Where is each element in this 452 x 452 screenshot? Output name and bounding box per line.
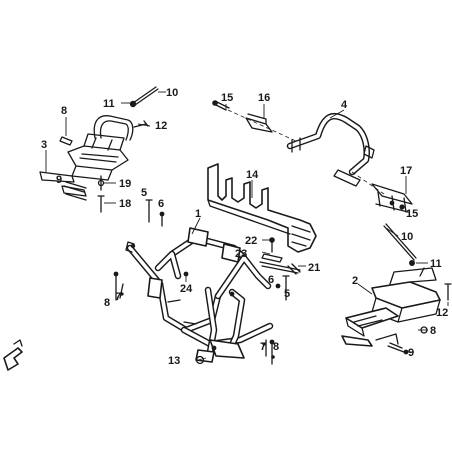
- fasteners-group: [113, 199, 301, 365]
- callout-8-upper: 8: [61, 105, 67, 117]
- callout-16: 16: [258, 92, 270, 104]
- callout-6-right: 6: [268, 274, 274, 286]
- callout-5-right: 5: [284, 288, 290, 300]
- callout-3: 3: [41, 139, 47, 151]
- callout-10-lower: 10: [401, 231, 413, 243]
- callout-8-right: 8: [273, 341, 279, 353]
- bolt-22: [269, 237, 275, 243]
- bolt-12-lower: [444, 283, 452, 301]
- callout-1: 1: [195, 208, 201, 220]
- callout-24: 24: [180, 283, 193, 295]
- callout-9-upper: 9: [56, 174, 62, 186]
- nut-11-lower: [409, 260, 415, 266]
- bolt-9-upper: [63, 181, 87, 201]
- main-frame-1: [125, 227, 274, 363]
- strap-21: [259, 261, 301, 274]
- callout-13: 13: [168, 355, 180, 367]
- callout-23: 23: [235, 248, 247, 260]
- callout-9-lower: 9: [408, 347, 414, 359]
- callout-12-upper: 12: [155, 120, 167, 132]
- callout-12-lower: 12: [436, 307, 448, 319]
- callout-2: 2: [352, 275, 358, 287]
- callout-7-right: 7: [260, 341, 266, 353]
- callout-8-lower: 8: [430, 325, 436, 337]
- bolt-9-lower: [387, 342, 405, 353]
- callout-15-upper: 15: [221, 92, 233, 104]
- callout-5-left: 5: [141, 187, 147, 199]
- bracket-17: [371, 183, 413, 213]
- callout-8-left: 8: [104, 297, 110, 309]
- rod-10-lower: [383, 225, 415, 261]
- plate-16: [245, 117, 273, 133]
- callout-11-lower: 11: [430, 258, 442, 270]
- washer-23: [261, 253, 283, 263]
- corner-arrow-icon: [3, 339, 23, 371]
- callout-19: 19: [119, 178, 131, 190]
- callout-labels: 10 11 8 12 3 19 9 18 15 16 4 14 17 15 5 …: [41, 87, 448, 367]
- nut-11-upper: [129, 100, 137, 108]
- callout-10-upper: 10: [166, 87, 178, 99]
- callout-17: 17: [400, 165, 412, 177]
- callout-11-upper: 11: [103, 98, 115, 110]
- nut-13: [195, 355, 205, 365]
- leader-lines: [45, 91, 449, 361]
- front-bracket-assembly-2: [341, 223, 452, 355]
- grab-bar-4: [286, 113, 385, 195]
- washer-6-left: [159, 211, 165, 217]
- rear-bracket-assembly-3: [39, 86, 159, 213]
- washer-7-left: [119, 283, 124, 299]
- callout-4: 4: [341, 99, 348, 111]
- bolt-5-left: [145, 199, 153, 223]
- callout-21: 21: [308, 262, 320, 274]
- callout-22: 22: [245, 235, 257, 247]
- callout-14: 14: [246, 169, 259, 181]
- rod-10-upper: [132, 86, 157, 104]
- comb-bracket-14: [207, 163, 317, 253]
- bracket-16: [212, 100, 299, 143]
- callout-6-left: 6: [158, 198, 164, 210]
- callout-18: 18: [119, 198, 131, 210]
- callout-pointers: [120, 292, 275, 359]
- callout-7-left: 7: [115, 291, 121, 303]
- washer-6-right: [275, 283, 281, 289]
- bolt-5-right: [282, 275, 290, 301]
- callout-15-lower: 15: [406, 208, 418, 220]
